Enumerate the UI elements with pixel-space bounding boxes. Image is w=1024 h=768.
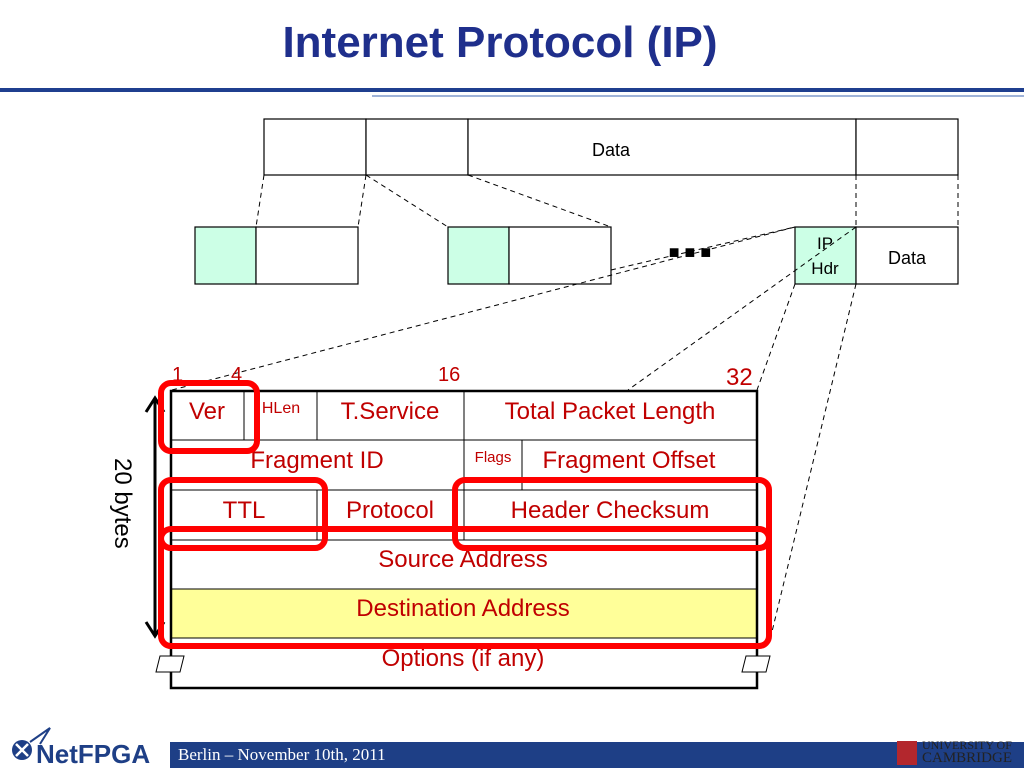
fragment-2-hdr: [447, 226, 510, 285]
size-label: 20 bytes: [109, 458, 136, 549]
field-ttl: TTL: [223, 497, 266, 524]
footer-text: Berlin – November 10th, 2011: [178, 745, 386, 764]
field-tservice: T.Service: [341, 398, 440, 425]
cambridge-logo: UNIVERSITY OF CAMBRIDGE: [922, 738, 1013, 766]
bit-mark-4: 4: [231, 364, 242, 386]
fragment-1-hdr: [194, 226, 257, 285]
fragment-n-data: [855, 226, 959, 285]
netfpga-logo-text: NetFPGA: [36, 739, 150, 768]
title-rule: [0, 88, 1024, 92]
ip-hdr-label-2: Hdr: [811, 259, 839, 278]
field-hlen: HLen: [262, 400, 300, 417]
slide-title: Internet Protocol (IP): [282, 18, 718, 67]
bit-mark-1: 1: [172, 364, 183, 386]
cambridge-logo-line2: CAMBRIDGE: [922, 750, 1013, 766]
bit-markers: 1 4 16 32: [172, 364, 753, 391]
fragments: [194, 226, 959, 285]
ip-diagram: Data ■ ■ ■ IP Hdr Data 1 4 16 32: [109, 118, 959, 690]
ip-hdr-label-1: IP: [817, 234, 833, 253]
field-fragment-id: Fragment ID: [250, 447, 383, 474]
fragment-data-label: Data: [888, 248, 927, 268]
cambridge-logo-line1: UNIVERSITY OF: [922, 738, 1012, 752]
top-packet: [263, 118, 959, 176]
highlight-boxes: [158, 380, 772, 649]
highlight-addresses: [158, 526, 772, 649]
header-field-labels: Ver HLen T.Service Total Packet Length F…: [189, 398, 716, 672]
destination-fill: [171, 589, 757, 638]
fragment-n-hdr: [794, 226, 857, 285]
packet-cell-4: [855, 118, 959, 176]
highlight-ttl: [158, 477, 328, 551]
field-checksum: Header Checksum: [511, 497, 710, 524]
title-rule-thin: [372, 95, 1024, 97]
field-protocol: Protocol: [346, 497, 434, 524]
packet-data-cell: [467, 118, 857, 176]
ellipsis-dots: ■ ■ ■: [669, 242, 712, 262]
bit-mark-16: 16: [438, 364, 460, 386]
field-ver: Ver: [189, 398, 225, 425]
fragment-1-data: [255, 226, 359, 285]
top-data-label: Data: [592, 140, 631, 160]
netfpga-logo: NetFPGA: [6, 724, 166, 768]
field-destination: Destination Address: [356, 595, 569, 622]
fragment-links: [255, 174, 959, 271]
packet-cell-1: [263, 118, 367, 176]
cambridge-shield-icon: [897, 741, 917, 765]
bit-mark-32: 32: [726, 364, 753, 391]
footer-bar: [170, 742, 1024, 768]
fragment-2-data: [508, 226, 612, 285]
field-flags: Flags: [475, 449, 512, 466]
ip-header-table: [155, 389, 771, 690]
field-options: Options (if any): [382, 645, 545, 672]
field-fragment-offset: Fragment Offset: [543, 447, 716, 474]
highlight-ver: [158, 380, 260, 454]
packet-cell-2: [365, 118, 469, 176]
zoom-lines: [171, 226, 857, 641]
field-total-length: Total Packet Length: [505, 398, 716, 425]
highlight-checksum: [452, 477, 772, 551]
